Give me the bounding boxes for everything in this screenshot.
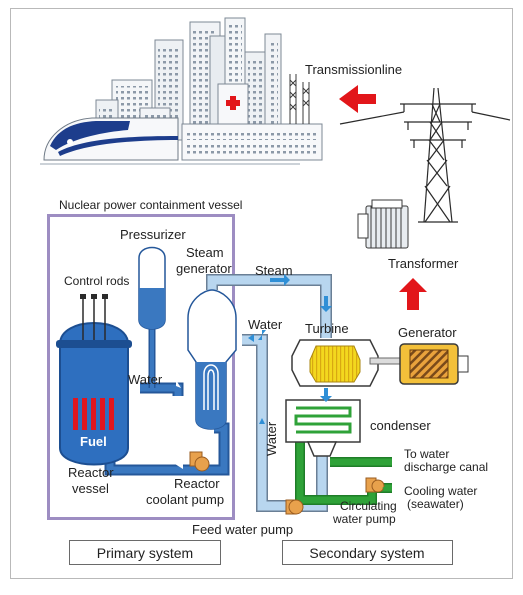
fuel-label: Fuel bbox=[80, 434, 107, 449]
discharge-label-line2: discharge canal bbox=[404, 460, 488, 474]
primary-system-label: Primary system bbox=[97, 545, 193, 561]
red-arrow-up bbox=[399, 278, 427, 310]
feed-water-pump-label: Feed water pump bbox=[192, 522, 293, 537]
primary-coolant-loop bbox=[104, 326, 230, 476]
turbine-icon bbox=[291, 339, 401, 387]
red-arrow-left bbox=[339, 85, 376, 113]
steam-generator-icon bbox=[187, 289, 237, 430]
steam-generator-label-line1: Steam bbox=[186, 245, 224, 260]
condenser-icon bbox=[285, 399, 361, 457]
secondary-system-box bbox=[282, 540, 453, 565]
containment-vessel-boundary bbox=[47, 214, 235, 520]
steam-label: Steam bbox=[255, 263, 293, 278]
secondary-flow-arrows bbox=[248, 274, 332, 424]
cooling-water-label-line2: (seawater) bbox=[407, 497, 464, 511]
circulating-water-pump-icon bbox=[365, 477, 385, 493]
generator-icon bbox=[399, 343, 469, 385]
condenser-label: condenser bbox=[370, 418, 431, 433]
water-vertical-label: Water bbox=[264, 421, 279, 456]
pressurizer-icon bbox=[138, 246, 166, 330]
city-illustration bbox=[40, 17, 323, 165]
reactor-vessel-label-line2: vessel bbox=[72, 481, 109, 496]
control-rods-label: Control rods bbox=[64, 274, 129, 288]
reactor-coolant-pump-icon bbox=[189, 451, 210, 472]
turbine-label: Turbine bbox=[305, 321, 349, 336]
secondary-system-label: Secondary system bbox=[309, 545, 424, 561]
diagram-frame bbox=[10, 8, 513, 579]
reactor-vessel-icon bbox=[56, 294, 132, 466]
generator-label: Generator bbox=[398, 325, 457, 340]
transmission-line-label: Transmissionline bbox=[305, 62, 402, 77]
water-sg-label: Water bbox=[248, 317, 283, 332]
transformer-label: Transformer bbox=[388, 256, 459, 271]
cooling-flow-arrows bbox=[382, 459, 390, 491]
cooling-water-label-line1: Cooling water bbox=[404, 484, 477, 498]
water-primary-label: Water bbox=[128, 372, 163, 387]
reactor-coolant-pump-label-line2: coolant pump bbox=[146, 492, 224, 507]
circulating-pump-label-line2: water pump bbox=[332, 512, 396, 526]
reactor-coolant-pump-label-line1: Reactor bbox=[174, 476, 220, 491]
transformer-icon bbox=[357, 199, 409, 249]
reactor-vessel-label-line1: Reactor bbox=[68, 465, 114, 480]
feed-water-pump-icon bbox=[285, 499, 304, 515]
pressurizer-label: Pressurizer bbox=[120, 227, 186, 242]
containment-vessel-label: Nuclear power containment vessel bbox=[59, 198, 242, 212]
steam-generator-label-line2: generator bbox=[176, 261, 232, 276]
circulating-pump-label-line1: Circulating bbox=[340, 499, 397, 513]
primary-system-box bbox=[69, 540, 221, 565]
discharge-label-line1: To water bbox=[404, 447, 449, 461]
transmission-tower-icon bbox=[339, 87, 511, 223]
primary-flow-arrows bbox=[175, 380, 183, 469]
